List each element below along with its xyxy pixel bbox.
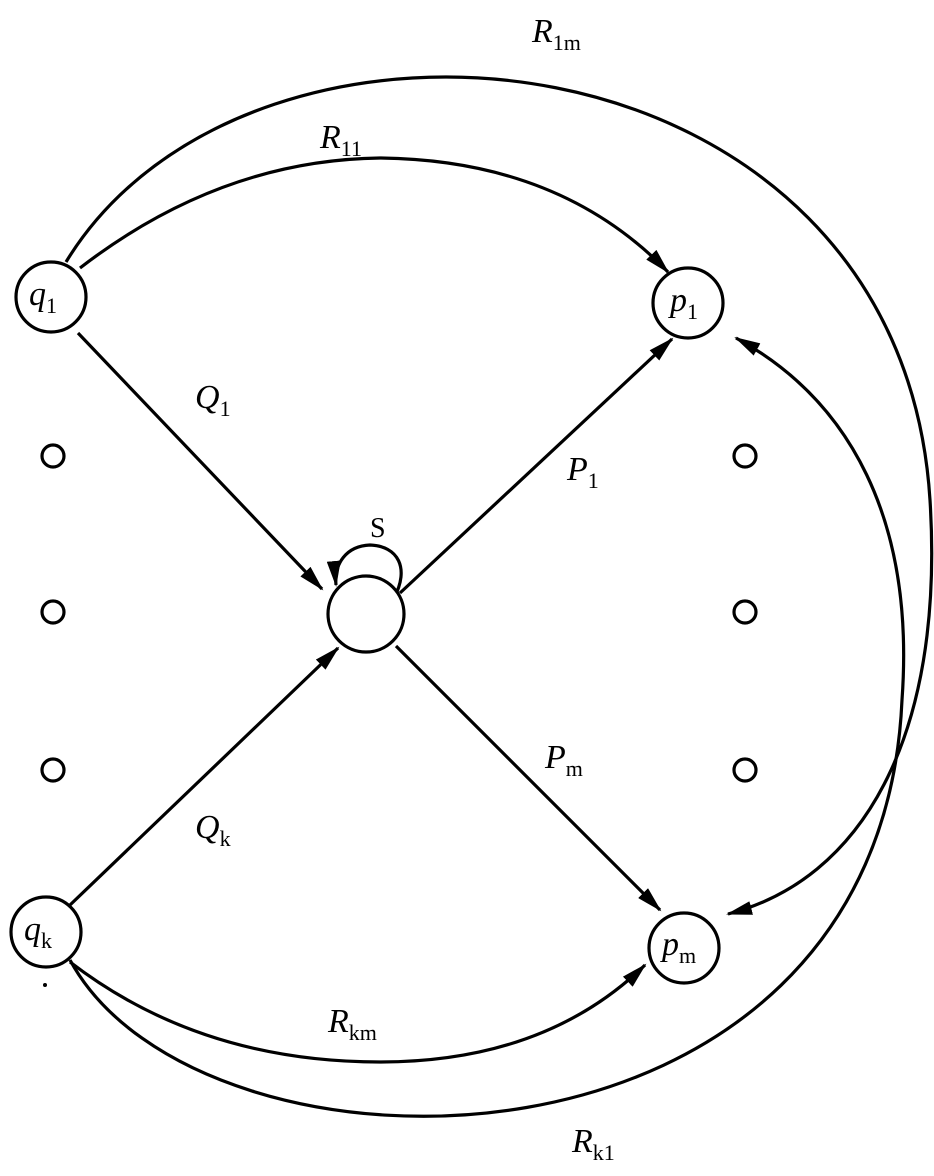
edge-q1-to-p1: [79, 156, 670, 274]
node-label-p1: p1: [668, 282, 698, 324]
edge-label-r1m: R1m: [531, 13, 581, 55]
edge-label-p1: P1: [566, 451, 599, 493]
node-q1: [14, 260, 88, 334]
ellipsis-dot: [40, 757, 66, 783]
edge-qk-to-s: [68, 646, 340, 907]
node-label-pm: pm: [660, 926, 696, 968]
edge-label-q1: Q1: [195, 379, 231, 421]
edge-qk-to-p1: [68, 336, 906, 1118]
ellipsis-dot: [732, 757, 758, 783]
node-s: [326, 574, 406, 654]
node-pm: [647, 911, 721, 985]
edge-s-to-pm: [394, 644, 662, 912]
edge-q1-to-pm: [64, 75, 934, 916]
ellipsis-dot: [732, 443, 758, 469]
ellipsis-dot: [40, 443, 66, 469]
node-p1: [651, 266, 725, 340]
stray-mark: [43, 983, 47, 987]
edge-label-pm: Pm: [544, 739, 583, 781]
ellipsis-dot: [40, 599, 66, 625]
edge-s-to-p1: [398, 337, 674, 595]
self-loop-s: [326, 543, 403, 599]
edge-label-qk: Qk: [195, 809, 231, 851]
edge-label-rkm: Rkm: [327, 1003, 377, 1045]
node-label-qk: qk: [24, 911, 52, 953]
edge-q1-to-s: [76, 331, 324, 591]
ellipsis-dot: [732, 599, 758, 625]
edge-qk-to-pm: [69, 960, 647, 1064]
node-label-s: S: [370, 513, 386, 544]
edge-label-rk1: Rk1: [571, 1123, 615, 1165]
edge-label-r11: R11: [319, 119, 362, 161]
node-qk: [9, 895, 83, 969]
node-label-q1: q1: [29, 276, 57, 318]
